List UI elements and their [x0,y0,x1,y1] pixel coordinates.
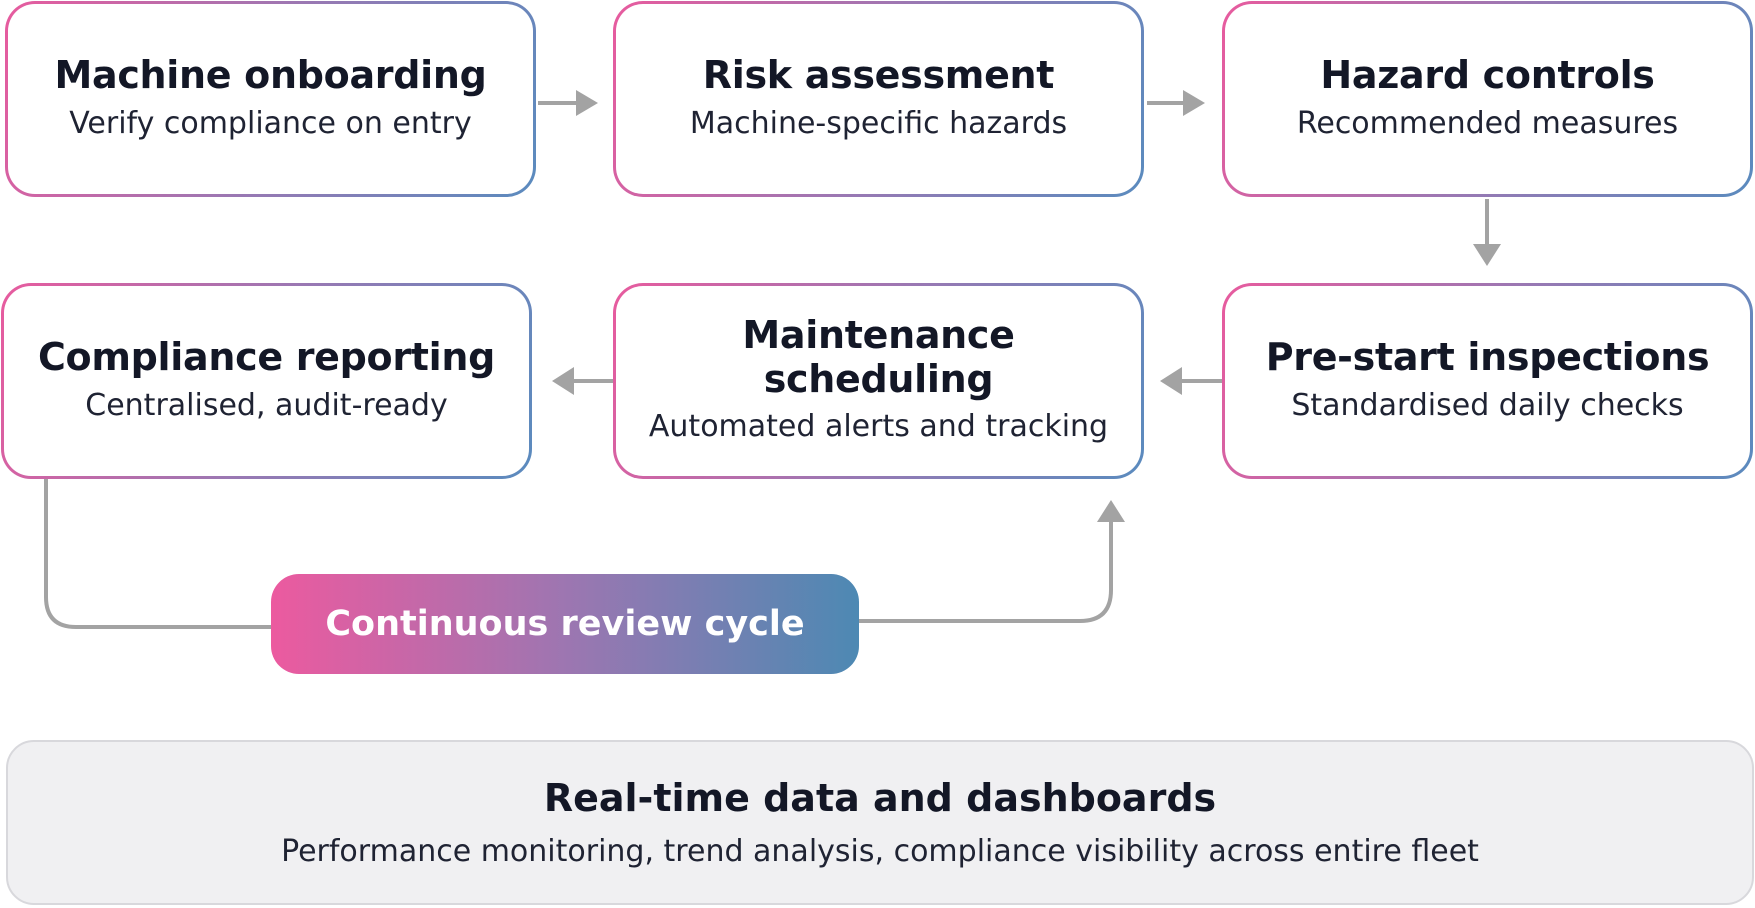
step-subtitle: Machine-specific hazards [689,105,1068,141]
panel-subtitle: Performance monitoring, trend analysis, … [281,834,1479,869]
continuous-review-cycle-badge: Continuous review cycle [271,574,859,674]
arrowhead-risk-to-hazard [1183,90,1205,116]
loop-line-reporting-to-cycle [44,478,271,629]
step-title: Maintenance scheduling [742,313,1015,401]
step-card-compliance-reporting: Compliance reporting Centralised, audit-… [1,283,532,479]
panel-title: Real-time data and dashboards [543,776,1217,820]
arrowhead-prestart-to-maintenance [1160,367,1182,395]
step-subtitle: Automated alerts and tracking [648,409,1109,445]
step-subtitle: Recommended measures [1296,105,1679,141]
arrowhead-cycle-to-maintenance [1097,500,1125,522]
arrowhead-maintenance-to-reporting [552,367,574,395]
step-card-maintenance-scheduling: Maintenance scheduling Automated alerts … [613,283,1144,479]
step-subtitle: Standardised daily checks [1291,387,1684,423]
step-card-pre-start-inspections: Pre-start inspections Standardised daily… [1222,283,1753,479]
cycle-label: Continuous review cycle [325,604,805,644]
arrowhead-onboarding-to-risk [576,90,598,116]
arrowhead-hazard-to-prestart [1473,244,1501,266]
loop-line-cycle-to-maintenance [859,520,1113,623]
step-title: Machine onboarding [54,52,487,97]
realtime-dashboard-panel: Real-time data and dashboards Performanc… [6,740,1754,905]
step-subtitle: Verify compliance on entry [69,105,472,141]
step-title: Compliance reporting [37,334,496,379]
step-card-risk-assessment: Risk assessment Machine-specific hazards [613,1,1144,197]
step-card-machine-onboarding: Machine onboarding Verify compliance on … [5,1,536,197]
step-subtitle: Centralised, audit-ready [85,387,448,423]
step-title: Pre-start inspections [1265,334,1710,379]
step-title: Hazard controls [1320,52,1655,97]
step-card-hazard-controls: Hazard controls Recommended measures [1222,1,1753,197]
step-title: Risk assessment [702,52,1055,97]
